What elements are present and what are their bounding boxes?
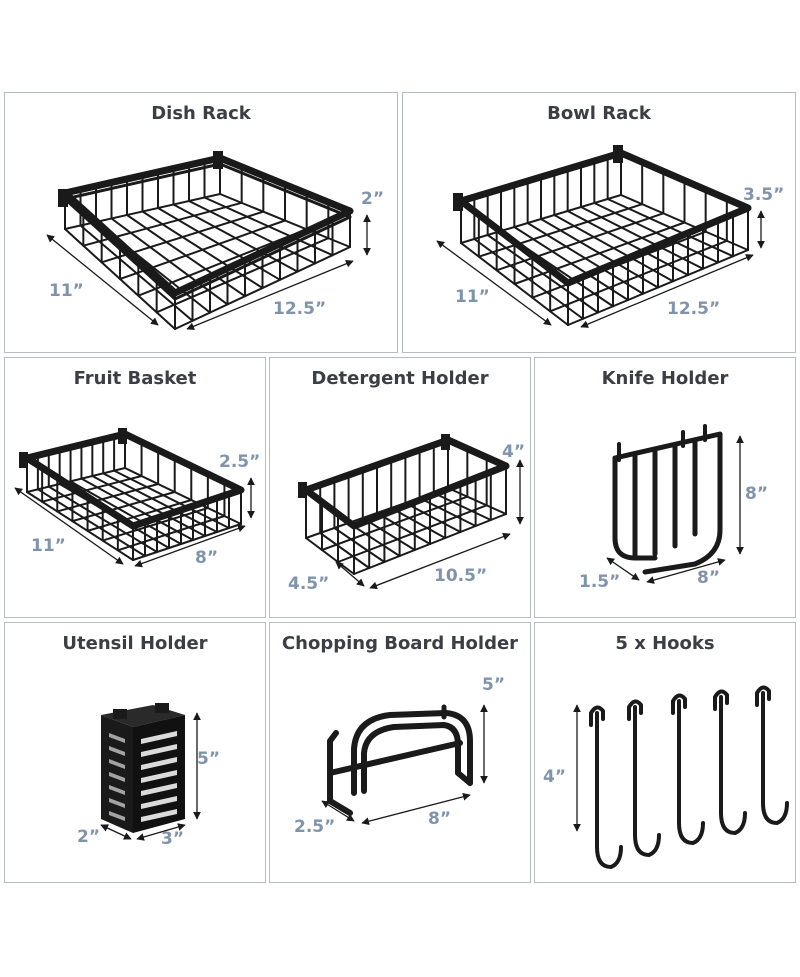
panel-hooks: 5 x Hooks 4” (534, 622, 796, 883)
dim-width: 10.5” (434, 566, 488, 586)
knife-holder-illustration (606, 424, 744, 584)
dim-width: 12.5” (273, 299, 327, 319)
panel-bowl-rack: Bowl Rack 3.5” 11” 12.5” (402, 92, 796, 353)
dim-height: 2” (361, 189, 385, 209)
chopping-board-holder-illustration (321, 704, 488, 826)
panel-title: Chopping Board Holder (281, 633, 519, 654)
panel-utensil-holder: Utensil Holder 5” 2” 3” (4, 622, 266, 883)
dim-height: 4” (543, 767, 567, 787)
dim-depth: 1.5” (579, 572, 621, 592)
dim-depth: 11” (31, 536, 66, 556)
panel-dish-rack: Dish Rack 2” 11” 12.5” (4, 92, 398, 353)
dim-height: 5” (197, 749, 221, 769)
dim-height: 8” (745, 484, 769, 504)
dim-height: 2.5” (219, 452, 261, 472)
dim-width: 3” (161, 829, 185, 849)
panel-title: Knife Holder (601, 368, 729, 389)
dim-width: 8” (428, 809, 452, 829)
dish-rack-illustration (46, 151, 371, 330)
panel-title: Fruit Basket (73, 368, 197, 389)
dim-width: 8” (195, 548, 219, 568)
dim-width: 12.5” (667, 299, 721, 319)
panel-title: 5 x Hooks (615, 633, 715, 654)
bowl-rack-illustration (436, 145, 765, 328)
dim-depth: 4.5” (288, 574, 330, 594)
detergent-holder-illustration (298, 434, 524, 590)
dim-width: 8” (697, 568, 721, 588)
panel-title: Bowl Rack (547, 103, 651, 124)
dim-height: 3.5” (743, 185, 785, 205)
fruit-basket-illustration (14, 428, 255, 568)
panel-title: Utensil Holder (62, 633, 208, 654)
panel-fruit-basket: Fruit Basket 2.5” 11” 8” (4, 357, 266, 618)
dim-depth: 2” (77, 827, 101, 847)
hooks-illustration (573, 685, 789, 869)
panel-chopping-board-holder: Chopping Board Holder 5” 2.5” 8” (269, 622, 531, 883)
dim-depth: 2.5” (294, 817, 336, 837)
panel-title: Dish Rack (151, 103, 251, 124)
panel-knife-holder: Knife Holder 8” 1.5” 8” (534, 357, 796, 618)
dim-height: 4” (502, 442, 526, 462)
dim-depth: 11” (455, 287, 490, 307)
panel-detergent-holder: Detergent Holder 4” 4.5” 10.5” (269, 357, 531, 618)
dim-depth: 11” (49, 281, 84, 301)
dim-height: 5” (482, 675, 506, 695)
utensil-holder-illustration (100, 703, 201, 841)
panel-title: Detergent Holder (311, 368, 489, 389)
